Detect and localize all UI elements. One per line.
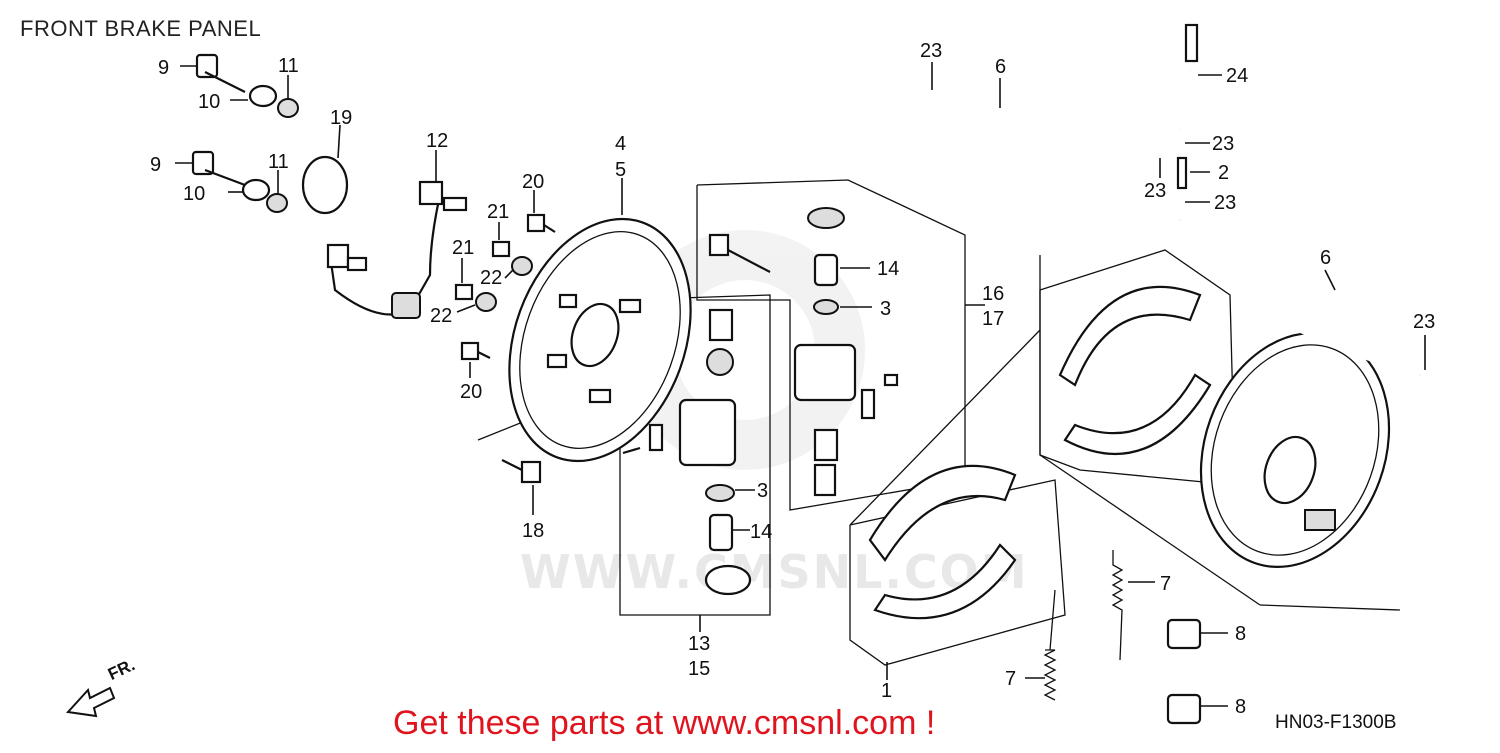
breather-hoses <box>938 23 1421 377</box>
fasteners <box>454 213 556 484</box>
callout-label: 4 <box>615 133 626 155</box>
box-1-lower <box>849 479 1066 666</box>
callout-label: 12 <box>426 130 448 152</box>
callout-label: 20 <box>522 171 544 193</box>
watermark-text: WWW.CMSNL.COM <box>520 545 1029 599</box>
connector-line-c <box>1259 604 1401 611</box>
connector-line-a <box>849 329 1041 526</box>
diagram-code: HN03-F1300B <box>1275 712 1397 733</box>
leader-lines <box>175 62 1426 707</box>
callout-label: 19 <box>330 107 352 129</box>
callout-label: 22 <box>430 305 452 327</box>
page-title: FRONT BRAKE PANEL <box>20 16 262 41</box>
brake-shoes-upper <box>1058 285 1212 455</box>
callout-label: 21 <box>487 201 509 223</box>
bleed-screw-assembly-lower <box>191 150 288 213</box>
callout-label: 8 <box>1235 696 1246 718</box>
shoe-clips <box>1166 618 1202 725</box>
wheel-cylinder-upper <box>708 207 899 497</box>
callout-label: 9 <box>150 154 161 176</box>
callout-label: 8 <box>1235 623 1246 645</box>
callout-label: 23 <box>1413 311 1435 333</box>
callout-label: 6 <box>1320 247 1331 269</box>
callout-label: 11 <box>268 151 289 173</box>
callout-label: 5 <box>615 159 626 181</box>
callout-label: 10 <box>183 183 205 205</box>
callout-label: 23 <box>920 40 942 62</box>
wheel-cylinder-lower <box>622 308 752 596</box>
callout-label: 1 <box>881 680 892 702</box>
callout-label: 23 <box>1214 192 1236 214</box>
o-ring <box>301 155 349 215</box>
callout-label: 3 <box>757 480 768 502</box>
return-springs <box>1043 550 1124 701</box>
brake-panel-right <box>1199 332 1391 568</box>
box-13-15 <box>619 294 771 616</box>
callout-label: 16 <box>982 283 1004 305</box>
promo-link-text[interactable]: Get these parts at www.cmsnl.com ! <box>393 704 936 742</box>
callout-labels: 9 10 11 9 10 11 19 12 20 21 22 21 22 20 … <box>150 40 1435 718</box>
brake-pipe <box>326 180 468 319</box>
callout-label: 6 <box>995 56 1006 78</box>
callout-label: 9 <box>158 57 169 79</box>
callout-label: 15 <box>688 658 710 680</box>
callout-label: 18 <box>522 520 544 542</box>
callout-label: 3 <box>880 298 891 320</box>
callout-label: 14 <box>750 521 772 543</box>
callout-label: 21 <box>452 237 474 259</box>
brake-shoes-lower <box>868 464 1017 620</box>
brake-panel-left <box>508 217 692 463</box>
bleed-screw-assembly-upper <box>195 53 299 118</box>
callout-label: 7 <box>1005 668 1016 690</box>
callout-label: 10 <box>198 91 220 113</box>
callout-label: 22 <box>480 267 502 289</box>
callout-label: 11 <box>278 55 299 77</box>
box-16-17 <box>696 179 966 511</box>
callout-label: 17 <box>982 308 1004 330</box>
callout-label: 23 <box>1144 180 1166 202</box>
callout-label: 13 <box>688 633 710 655</box>
callout-label: 24 <box>1226 65 1248 87</box>
callout-label: 23 <box>1212 133 1234 155</box>
arrow-left-down-icon <box>65 686 116 718</box>
callout-label: 2 <box>1218 162 1229 184</box>
callout-label: 14 <box>877 258 899 280</box>
callout-label: 20 <box>460 381 482 403</box>
connector-line-b <box>1039 454 1261 606</box>
callout-label: 7 <box>1160 573 1171 595</box>
